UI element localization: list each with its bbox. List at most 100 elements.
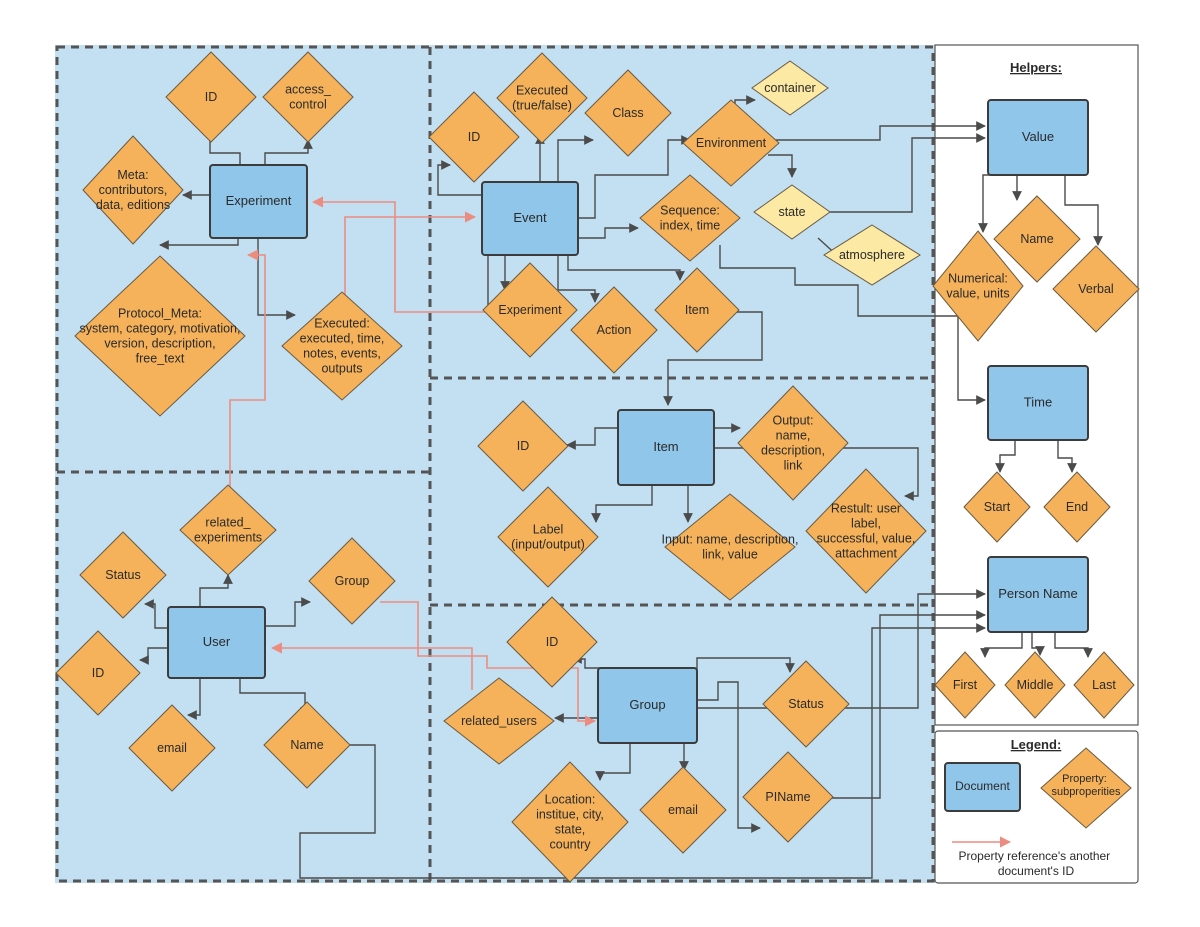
time-end-diamond: [1043, 471, 1111, 543]
ev-id-label: ID: [468, 130, 481, 144]
time-start-label: Start: [984, 500, 1011, 514]
exp-protocol-meta-label: Protocol_Meta:system, category, motivati…: [80, 307, 241, 366]
ev-environment-diamond: [682, 99, 780, 187]
user-document: User: [167, 606, 266, 679]
user-email-diamond: [128, 704, 216, 792]
exp-protocol-meta-property: Protocol_Meta:system, category, motivati…: [74, 255, 246, 417]
value-name-diamond: [993, 195, 1081, 283]
property-diamonds: IDaccess_controlMeta:contributors,data, …: [55, 51, 1140, 883]
user-status-diamond: [79, 531, 167, 619]
item-input-diamond: [664, 493, 796, 601]
user-email-label: email: [157, 741, 187, 755]
legend-title: Legend:: [1011, 737, 1062, 752]
ev-sequence-label: Sequence:index, time: [660, 204, 720, 233]
item-id-label: ID: [517, 439, 530, 453]
item-result-diamond: [805, 468, 927, 594]
pn-middle-property: Middle: [1004, 651, 1066, 719]
time-start-diamond: [963, 471, 1031, 543]
group-status-label: Status: [788, 697, 823, 711]
env-atmosphere-property: atmosphere: [823, 224, 921, 286]
ev-item-label: Item: [685, 303, 709, 317]
env-state-label: state: [778, 205, 805, 219]
group-location-label: Location:institue, city,state,country: [536, 793, 604, 852]
user-status-property: Status: [79, 531, 167, 619]
value-numerical-property: Numerical:value, units: [932, 230, 1024, 342]
exp-executed-diamond: [281, 291, 403, 401]
exp-id-property: ID: [165, 51, 257, 143]
legend-property-label: Property: subproperities: [1051, 773, 1121, 798]
group-id-label: ID: [546, 635, 559, 649]
ev-experiment-property: Experiment: [482, 262, 578, 358]
value-numerical-label: Numerical:value, units: [946, 272, 1009, 301]
svg-text:Event: Event: [513, 210, 547, 225]
ev-experiment-label: Experiment: [498, 303, 562, 317]
legend-property-line-1: Property:: [1062, 773, 1107, 785]
ev-item-diamond: [654, 267, 740, 353]
svg-text:Item: Item: [653, 439, 678, 454]
pn-middle-label: Middle: [1017, 678, 1054, 692]
legend-document-label: Document: [955, 779, 1010, 793]
user-email-property: email: [128, 704, 216, 792]
pn-first-property: First: [934, 651, 996, 719]
pn-middle-diamond: [1004, 651, 1066, 719]
svg-text:User: User: [203, 634, 231, 649]
group-location-property: Location:institue, city,state,country: [511, 761, 629, 883]
item-label-label: Label(input/output): [511, 523, 585, 552]
group-piname-label: PIName: [765, 790, 810, 804]
group-email-property: email: [639, 766, 727, 854]
group-email-diamond: [639, 766, 727, 854]
ev-class-property: Class: [584, 69, 672, 157]
ev-item-property: Item: [654, 267, 740, 353]
env-state-property: state: [753, 184, 831, 240]
legend-property-swatch: [1040, 747, 1132, 829]
exp-access-control-diamond: [262, 51, 354, 143]
env-container-property: container: [751, 60, 829, 116]
ev-executed-diamond: [496, 52, 588, 144]
time-document: Time: [987, 365, 1089, 441]
ev-experiment-diamond: [482, 262, 578, 358]
legend-reference-label: Property reference's another document's …: [958, 849, 1113, 878]
time-end-property: End: [1043, 471, 1111, 543]
connectors: [139, 95, 1103, 879]
exp-access-control-property: access_control: [262, 51, 354, 143]
user-group-label: Group: [335, 574, 370, 588]
ev-environment-label: Environment: [696, 136, 767, 150]
ev-id-property: ID: [428, 91, 520, 183]
svg-text:Time: Time: [1024, 394, 1052, 409]
item-id-property: ID: [477, 400, 569, 492]
exp-meta-label: Meta:contributors,data, editions: [96, 168, 170, 212]
ev-sequence-property: Sequence:index, time: [639, 174, 741, 262]
value-document: Value: [987, 99, 1089, 176]
env-atmosphere-diamond: [823, 224, 921, 286]
pn-first-diamond: [934, 651, 996, 719]
exp-executed-label: Executed:executed, time,notes, events,ou…: [300, 317, 385, 376]
time-end-label: End: [1066, 500, 1088, 514]
user-related-experiments-diamond: [179, 484, 277, 576]
user-name-diamond: [263, 701, 351, 789]
group-related-users-property: related_users: [443, 677, 555, 765]
env-state-diamond: [753, 184, 831, 240]
user-id-property: ID: [55, 630, 141, 716]
group-related-users-diamond: [443, 677, 555, 765]
pn-last-diamond: [1073, 651, 1135, 719]
user-name-property: Name: [263, 701, 351, 789]
env-container-label: container: [764, 81, 815, 95]
value-numerical-diamond: [932, 230, 1024, 342]
ev-environment-property: Environment: [682, 99, 780, 187]
pn-first-label: First: [953, 678, 978, 692]
svg-text:Experiment: Experiment: [226, 193, 292, 208]
item-input-property: Input: name, description,link, value: [662, 493, 798, 601]
experiment-document: Experiment: [209, 164, 308, 239]
event-document: Event: [481, 181, 579, 256]
legend: Legend: Document Property: subproperitie…: [944, 737, 1132, 878]
svg-text:Group: Group: [629, 697, 665, 712]
legend-property-line-2: subproperities: [1051, 786, 1121, 798]
ev-action-diamond: [570, 286, 658, 374]
env-container-diamond: [751, 60, 829, 116]
ev-class-diamond: [584, 69, 672, 157]
group-status-property: Status: [762, 660, 850, 748]
pn-last-property: Last: [1073, 651, 1135, 719]
group-id-diamond: [506, 596, 598, 688]
